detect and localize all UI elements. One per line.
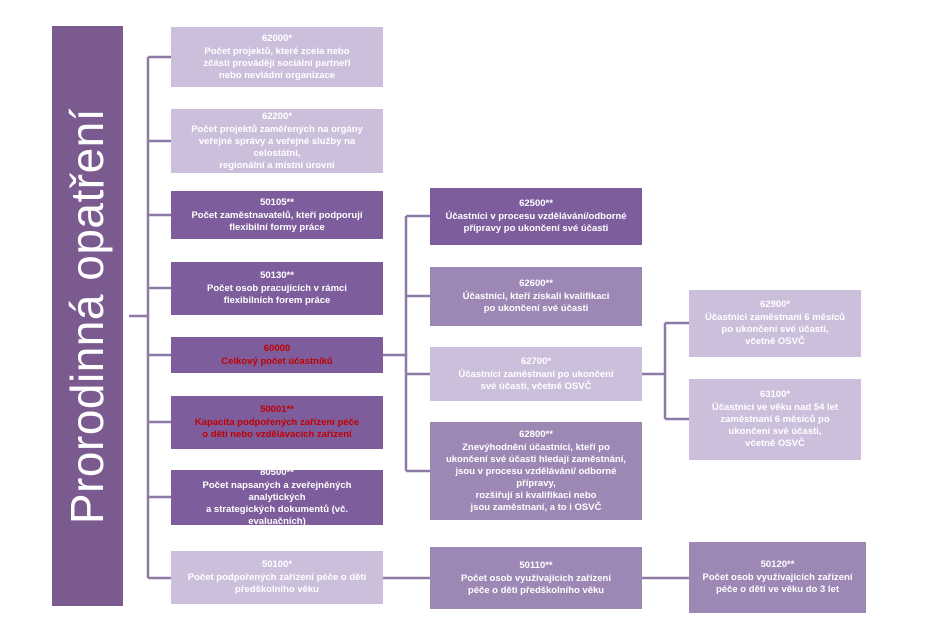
node-code: 62700* xyxy=(520,355,552,367)
node-label: Účastníci ve věku nad 54 let zaměstnaní … xyxy=(711,402,839,449)
node-code: 62800** xyxy=(519,428,553,440)
node-code: 50120** xyxy=(760,559,795,570)
node-label: Počet projektů zaměřených na orgány veře… xyxy=(191,123,363,171)
node-label: Počet osob využívajících zařízení péče o… xyxy=(702,572,853,595)
node-label: Počet osob pracujících v rámci flexibiln… xyxy=(207,283,347,306)
node-label: Účastníci zaměstnaní po ukončení své úča… xyxy=(458,368,614,392)
node-code: 62600** xyxy=(519,278,553,289)
node-code: 50105** xyxy=(260,196,294,208)
node-label: Účastníci, kteří získali kvalifikaci po … xyxy=(462,291,610,314)
node-code: 50001** xyxy=(260,404,294,415)
node-label: Počet napsaných a zveřejněných analytick… xyxy=(202,480,352,527)
node-62900: 62900* Účastníci zaměstnaní 6 měsíců po … xyxy=(689,290,861,357)
node-62200: 62200* Počet projektů zaměřených na orgá… xyxy=(171,109,383,173)
node-label: Účastníci zaměstnaní 6 měsíců po ukončen… xyxy=(705,312,845,347)
node-62600: 62600** Účastníci, kteří získali kvalifi… xyxy=(430,267,642,326)
node-code: 50110** xyxy=(519,559,553,571)
node-50120: 50120** Počet osob využívajících zařízen… xyxy=(689,542,866,613)
node-60000: 60000 Celkový počet účastníků xyxy=(171,337,383,373)
node-label: Znevýhodnění účastníci, kteří po ukončen… xyxy=(445,441,627,513)
node-62000: 62000* Počet projektů, které zcela nebo … xyxy=(171,27,383,87)
node-label: Počet podpořených zařízení péče o děti p… xyxy=(187,572,367,595)
node-80500: 80500** Počet napsaných a zveřejněných a… xyxy=(171,467,383,527)
title-bar xyxy=(52,26,123,606)
node-code: 62900* xyxy=(759,299,791,310)
node-code: 60000 xyxy=(263,342,291,354)
node-code: 50100* xyxy=(261,559,293,570)
node-label: Kapacita podpořených zařízení péče o dět… xyxy=(194,417,360,440)
node-50105: 50105** Počet zaměstnavatelů, kteří podp… xyxy=(171,191,383,239)
node-label: Účastníci v procesu vzdělávání/odborné p… xyxy=(445,211,627,234)
node-label: Počet projektů, které zcela nebo zčásti … xyxy=(203,45,351,81)
node-code: 80500** xyxy=(260,467,294,478)
node-50110: 50110** Počet osob využívajících zařízen… xyxy=(430,547,642,609)
node-code: 50130** xyxy=(260,270,294,281)
node-code: 63100* xyxy=(759,389,791,400)
node-code: 62200* xyxy=(261,110,293,122)
node-label: Počet osob využívajících zařízení péče o… xyxy=(461,572,611,596)
node-62500: 62500** Účastníci v procesu vzdělávání/o… xyxy=(430,188,642,245)
node-code: 62500** xyxy=(519,198,553,209)
node-code: 62000* xyxy=(261,32,293,44)
node-label: Počet zaměstnavatelů, kteří podporují fl… xyxy=(191,209,363,233)
node-62800: 62800** Znevýhodnění účastníci, kteří po… xyxy=(430,422,642,520)
node-50130: 50130** Počet osob pracujících v rámci f… xyxy=(171,262,383,315)
node-50100: 50100* Počet podpořených zařízení péče o… xyxy=(171,551,383,604)
node-63100: 63100* Účastníci ve věku nad 54 let zamě… xyxy=(689,379,861,460)
node-62700: 62700* Účastníci zaměstnaní po ukončení … xyxy=(430,347,642,401)
node-label: Celkový počet účastníků xyxy=(221,355,333,367)
node-50001: 50001** Kapacita podpořených zařízení pé… xyxy=(171,396,383,449)
